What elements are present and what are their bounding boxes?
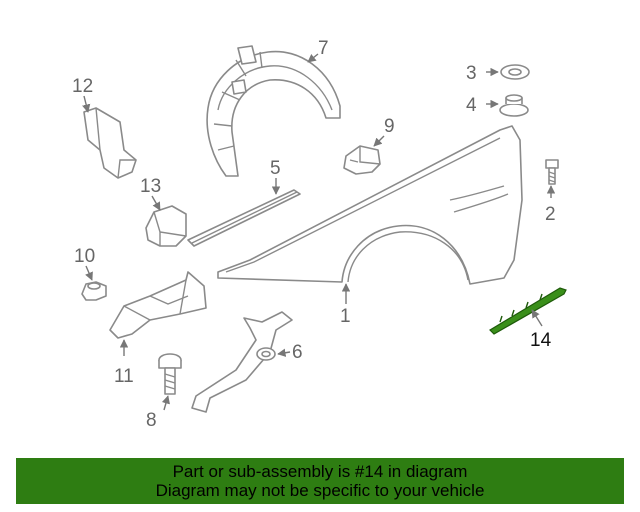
callout-11[interactable]: 11 bbox=[114, 366, 134, 387]
callout-14[interactable]: 14 bbox=[530, 330, 552, 351]
callout-3[interactable]: 3 bbox=[466, 63, 477, 84]
callout-5[interactable]: 5 bbox=[270, 158, 281, 179]
part-13-bracket bbox=[145, 205, 187, 247]
callout-6[interactable]: 6 bbox=[292, 342, 303, 363]
part-14-strip[interactable] bbox=[489, 287, 567, 335]
callout-2[interactable]: 2 bbox=[545, 204, 556, 225]
part-12-bracket bbox=[83, 107, 137, 179]
callout-labels: 1 2 3 4 5 6 7 8 9 10 11 12 13 14 bbox=[72, 38, 556, 431]
part-6-bracket bbox=[191, 311, 293, 413]
callout-7[interactable]: 7 bbox=[318, 38, 329, 59]
callout-12[interactable]: 12 bbox=[72, 76, 93, 97]
banner-line-part: Part or sub-assembly is #14 in diagram bbox=[172, 462, 468, 481]
leader-lines bbox=[82, 53, 556, 411]
part-9-bracket bbox=[343, 145, 381, 175]
part-2-bolt bbox=[545, 159, 559, 185]
banner-line-disclaimer: Diagram may not be specific to your vehi… bbox=[155, 481, 485, 500]
info-banner: Part or sub-assembly is #14 in diagram D… bbox=[16, 458, 624, 504]
part-1-fender bbox=[217, 125, 523, 285]
part-11-bracket bbox=[109, 271, 207, 339]
part-3-washer bbox=[500, 64, 530, 80]
callout-8[interactable]: 8 bbox=[146, 410, 157, 431]
callout-13[interactable]: 13 bbox=[140, 176, 161, 197]
part-8-bolt bbox=[158, 353, 182, 395]
callout-1[interactable]: 1 bbox=[340, 306, 351, 327]
part-10-nut bbox=[81, 281, 107, 301]
callout-9[interactable]: 9 bbox=[384, 116, 395, 137]
part-4-nut bbox=[499, 94, 529, 117]
callout-4[interactable]: 4 bbox=[466, 95, 477, 116]
callout-10[interactable]: 10 bbox=[74, 246, 95, 267]
part-7-wheelhouse-liner bbox=[206, 45, 341, 177]
part-5-seal-strip bbox=[187, 189, 301, 247]
